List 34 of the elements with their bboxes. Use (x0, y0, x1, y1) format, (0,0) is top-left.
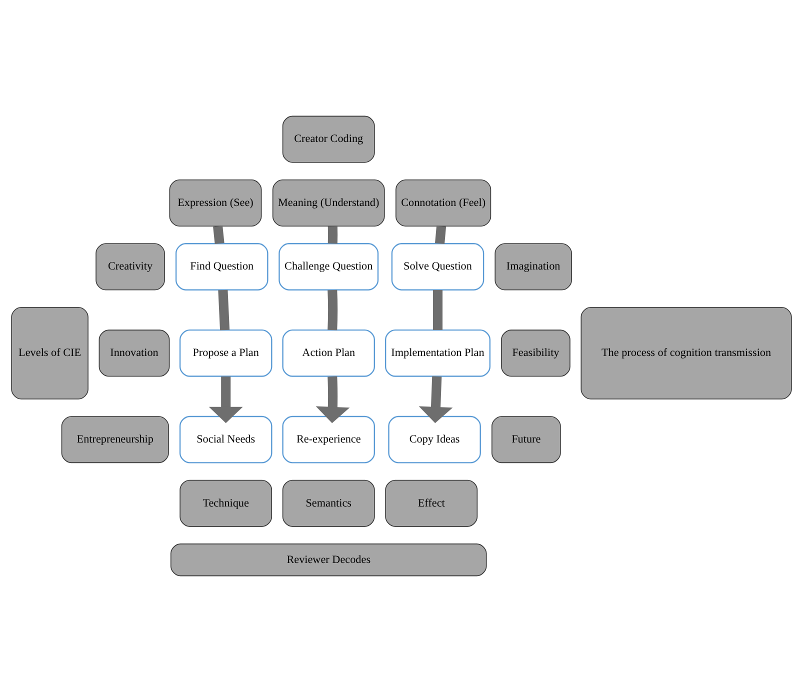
node-box: Levels of CIE (11, 306, 88, 400)
node-box: Meaning (Understand) (272, 180, 385, 227)
arrow (418, 376, 453, 424)
node-box: Entrepreneurship (61, 416, 169, 464)
node-box: Future (492, 416, 561, 464)
node-box: Challenge Question (278, 243, 379, 290)
connector (218, 290, 230, 330)
node-box: Re-experience (282, 416, 376, 464)
connector (432, 290, 443, 330)
arrow (316, 376, 350, 424)
node-box: Semantics (282, 480, 375, 527)
node-box: Imagination (494, 243, 572, 290)
node-box: Social Needs (179, 416, 272, 464)
node-box: Connotation (Feel) (396, 180, 492, 227)
node-box: Creator Coding (282, 116, 375, 163)
node-box: Action Plan (282, 329, 376, 377)
arrow (208, 376, 243, 424)
node-box: Innovation (98, 330, 170, 377)
node-box: Effect (385, 480, 478, 527)
node-box: Propose a Plan (179, 329, 272, 377)
node-box: Feasibility (501, 330, 570, 377)
node-box: Expression (See) (169, 180, 262, 227)
node-box: Find Question (175, 243, 268, 290)
connector (434, 226, 446, 244)
node-box: Creativity (96, 243, 165, 290)
node-box: Copy Ideas (388, 416, 481, 464)
node-box: Reviewer Decodes (170, 544, 487, 576)
node-box: Implementation Plan (384, 329, 491, 377)
node-box: Solve Question (391, 243, 484, 290)
connector (213, 226, 224, 244)
node-box: The process of cognition transmission (580, 306, 792, 400)
connector (328, 290, 338, 330)
node-box: Technique (180, 480, 272, 527)
connector (328, 226, 338, 244)
